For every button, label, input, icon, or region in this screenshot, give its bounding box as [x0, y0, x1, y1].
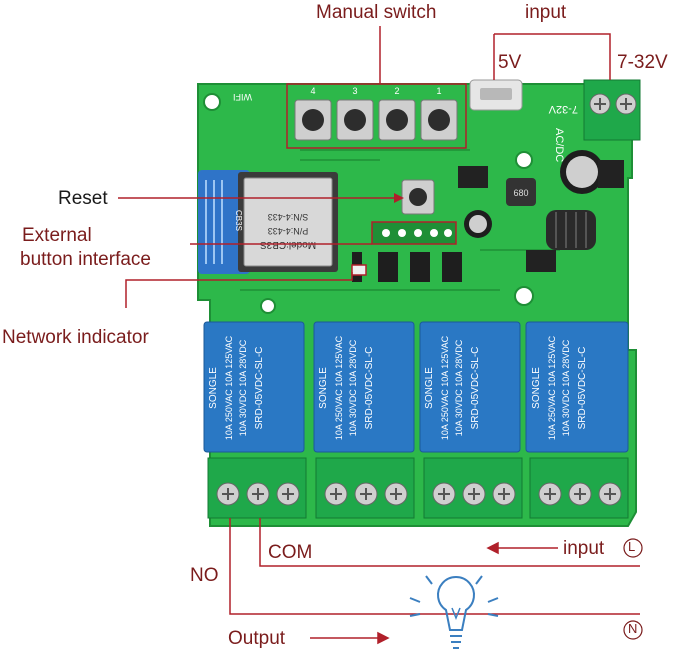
neutral-symbol: N [628, 621, 638, 636]
mounting-hole [260, 298, 276, 314]
power-terminal [583, 79, 641, 141]
relay-4-model: SRD-05VDC-SL-C [577, 347, 588, 430]
manual-switch-buttons: 4 3 2 1 [294, 86, 458, 141]
voltage-range-label: 7-32V [617, 52, 668, 73]
module-side-text: CB3S [234, 210, 243, 231]
reset-button [401, 179, 435, 215]
output-arrow [310, 631, 390, 645]
com-label: COM [268, 542, 313, 563]
no-label: NO [190, 565, 219, 586]
button-number-2: 2 [394, 86, 399, 96]
relay-2-model: SRD-05VDC-SL-C [364, 347, 375, 430]
mounting-hole [203, 93, 221, 111]
wifi-module: Model:CB3S P/N:4-433 S/N:4-433 CB3S [198, 170, 338, 274]
relay-3-rating2: 10A 30VDC 10A 28VDC [454, 339, 464, 436]
module-text-2: P/N:4-433 [268, 226, 309, 236]
relay-2-brand: SONGLE [318, 367, 329, 409]
neutral-symbol-circle [623, 620, 643, 640]
input-top-label: input [525, 2, 567, 23]
manual-switch-bracket [286, 83, 467, 149]
network-indicator-led [351, 264, 367, 276]
relay-1-rating1: 10A 250VAC 10A 125VAC [224, 335, 234, 440]
wifi-silkscreen: WIFI [233, 92, 252, 102]
output-terminals [207, 457, 629, 519]
wiring-lines [229, 518, 640, 615]
button-number-3: 3 [352, 86, 357, 96]
relay-4-brand: SONGLE [531, 367, 542, 409]
relay-1-brand: SONGLE [208, 367, 219, 409]
relay-4-rating1: 10A 250VAC 10A 125VAC [547, 335, 557, 440]
acdc-silkscreen: AC/DC [553, 128, 565, 162]
components: 680 [351, 150, 624, 282]
external-button-header [371, 221, 457, 245]
relay-2: SONGLE 10A 250VAC 10A 125VAC 10A 30VDC 1… [313, 321, 415, 453]
input-bottom-label: input [563, 538, 605, 559]
manual-switch-label: Manual switch [316, 2, 437, 23]
relay-1-rating2: 10A 30VDC 10A 28VDC [238, 339, 248, 436]
reset-arrow [394, 193, 404, 203]
relays: SONGLE 10A 250VAC 10A 125VAC 10A 30VDC 1… [203, 321, 629, 453]
mounting-hole [514, 286, 534, 306]
five-v-label: 5V [498, 52, 522, 73]
relay-3: SONGLE 10A 250VAC 10A 125VAC 10A 30VDC 1… [419, 321, 521, 453]
relay-1: SONGLE 10A 250VAC 10A 125VAC 10A 30VDC 1… [203, 321, 305, 453]
external-label-line1: External [22, 225, 92, 246]
module-text-3: S/N:4-433 [268, 212, 309, 222]
live-symbol: L [628, 539, 636, 554]
reset-label: Reset [58, 188, 108, 209]
external-label-line2: button interface [20, 249, 151, 270]
relay-3-rating1: 10A 250VAC 10A 125VAC [440, 335, 450, 440]
vrange-silkscreen: 7-32V [548, 103, 578, 115]
usb-port [469, 79, 523, 111]
relay-3-brand: SONGLE [424, 367, 435, 409]
relay-2-rating1: 10A 250VAC 10A 125VAC [334, 335, 344, 440]
relay-1-model: SRD-05VDC-SL-C [254, 347, 265, 430]
annotation-lines [118, 26, 611, 308]
relay-2-rating2: 10A 30VDC 10A 28VDC [348, 339, 358, 436]
relay-3-model: SRD-05VDC-SL-C [470, 347, 481, 430]
live-symbol-circle [623, 538, 643, 558]
button-number-4: 4 [310, 86, 315, 96]
network-indicator-label: Network indicator [2, 327, 149, 348]
output-label: Output [228, 628, 286, 649]
button-number-1: 1 [436, 86, 441, 96]
mounting-hole [515, 151, 533, 169]
relay-4: SONGLE 10A 250VAC 10A 125VAC 10A 30VDC 1… [525, 321, 629, 453]
input-arrow [486, 541, 558, 555]
relay-4-rating2: 10A 30VDC 10A 28VDC [561, 339, 571, 436]
inductor-text: 680 [513, 188, 528, 198]
light-bulb-icon [409, 575, 499, 649]
